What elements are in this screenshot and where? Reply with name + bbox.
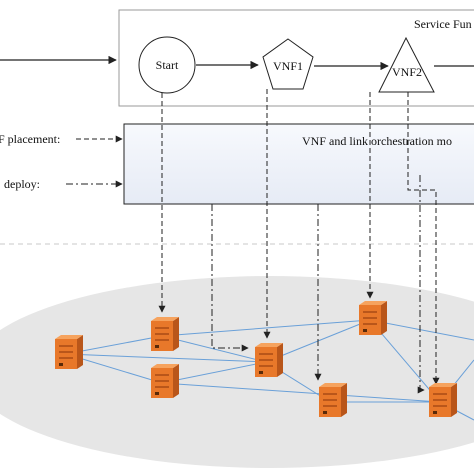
deploy-arrow-to-server [417, 175, 425, 394]
server-icon [55, 335, 83, 369]
server-icon [151, 317, 179, 351]
start-node [138, 36, 196, 94]
service-chain-title: Service Fun [414, 17, 472, 31]
network-link [369, 319, 474, 341]
vnf2-node [378, 36, 435, 93]
network-link [161, 335, 267, 363]
start-node-label: Start [156, 58, 179, 72]
placement-arrows [158, 89, 440, 385]
network-links [65, 319, 474, 421]
server-icon [151, 364, 179, 398]
server-icon [429, 383, 457, 417]
vnf1-node-label: VNF1 [273, 59, 303, 73]
server-icon [255, 343, 283, 377]
server-icon [359, 301, 387, 335]
deploy-label: deploy: [4, 177, 40, 191]
deploy-arrows [211, 175, 425, 394]
vnf2-node-label: VNF2 [392, 65, 422, 79]
network-link [161, 319, 371, 337]
vnf1-node [262, 38, 314, 90]
network-link [65, 353, 267, 363]
placement-arrow-extra [407, 92, 440, 385]
deploy-arrow-to-server [211, 204, 249, 352]
orchestration-box [123, 123, 474, 205]
placement-label: F placement: [0, 132, 60, 146]
network-link [161, 361, 267, 384]
servers [55, 301, 457, 417]
network-link [161, 382, 441, 403]
orchestration-label: VNF and link orchestration mo [302, 134, 452, 148]
network-plane [0, 276, 474, 468]
server-icon [319, 383, 347, 417]
